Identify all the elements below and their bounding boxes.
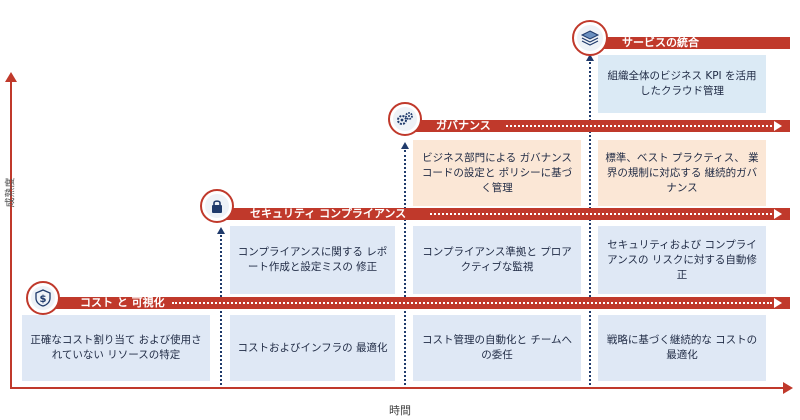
x-axis <box>10 387 785 389</box>
cell-sec-4: セキュリティおよび コンプライアンスの リスクに対する自動修正 <box>598 226 766 294</box>
divider-arrow-1 <box>217 227 225 234</box>
y-axis-label: 成熟度 <box>5 177 17 208</box>
divider-line-2 <box>404 150 406 385</box>
dollar-shield-icon: $ <box>35 289 51 307</box>
cell-gov-3: ビジネス部門による ガバナンス コードの設定と ポリシーに基づく管理 <box>413 140 581 206</box>
y-axis <box>10 78 12 388</box>
lock-icon <box>212 200 222 213</box>
cell-gov-4: 標準、ベスト プラクティス、 業界の規制に対応する 継続的ガバナンス <box>598 140 766 206</box>
cell-svc-4: 組織全体のビジネス KPI を活用したクラウド管理 <box>598 55 766 113</box>
band-service <box>600 37 790 49</box>
band-cost-arrow <box>774 298 782 308</box>
band-governance-label: ガバナンス <box>436 119 491 132</box>
divider-arrow-2 <box>401 142 409 149</box>
stage-icon-governance <box>388 102 422 136</box>
x-axis-arrow <box>783 382 793 394</box>
divider-arrow-3 <box>586 54 594 61</box>
band-governance-arrow <box>774 121 782 131</box>
band-cost-label: コスト と 可視化 <box>80 296 165 309</box>
divider-line-1 <box>220 235 222 385</box>
band-security-arrow <box>774 209 782 219</box>
cell-cost-4: 戦略に基づく継続的な コストの最適化 <box>598 315 766 381</box>
band-security-label: セキュリティ コンプライアンス <box>250 207 407 220</box>
stage-icon-service <box>572 20 608 56</box>
cell-cost-2: コストおよびインフラの 最適化 <box>230 315 395 381</box>
band-cost-dots <box>172 302 772 304</box>
band-governance-dots <box>506 125 772 127</box>
band-service-label: サービスの統合 <box>622 36 699 49</box>
cell-sec-2: コンプライアンスに関する レポート作成と設定ミスの 修正 <box>230 226 395 294</box>
gears-icon <box>397 112 413 125</box>
stage-icon-security <box>200 189 234 223</box>
cell-cost-1: 正確なコスト割り当て および使用されていない リソースの特定 <box>22 315 210 381</box>
svg-text:$: $ <box>40 294 47 305</box>
layers-icon <box>580 30 600 46</box>
cell-sec-3: コンプライアンス準拠と プロアクティブな監視 <box>413 226 581 294</box>
y-axis-arrow <box>5 72 17 82</box>
divider-line-3 <box>589 62 591 385</box>
cell-cost-3: コスト管理の自動化と チームへの委任 <box>413 315 581 381</box>
stage-icon-cost: $ <box>26 281 60 315</box>
x-axis-label: 時間 <box>389 404 411 417</box>
band-security-dots <box>430 213 772 215</box>
